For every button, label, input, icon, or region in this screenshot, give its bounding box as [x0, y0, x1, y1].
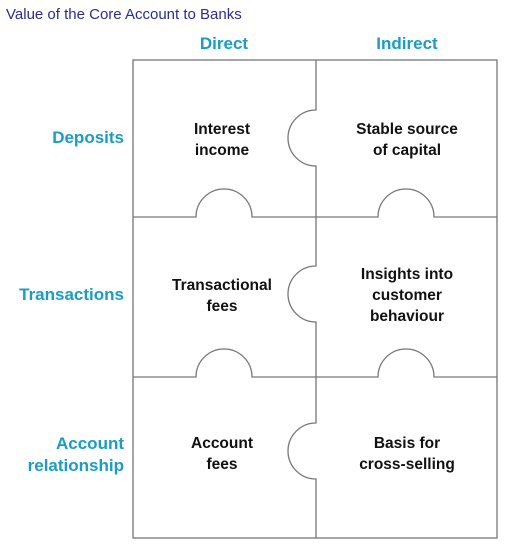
cell-basis-for-cross-selling: Basis for cross-selling — [322, 433, 492, 475]
row-label-line: Transactions — [19, 285, 124, 304]
cell-line: Interest — [194, 121, 250, 138]
cell-line: income — [194, 142, 250, 159]
cell-line: cross-selling — [359, 456, 455, 473]
puzzle-vertical-divider — [287, 60, 317, 538]
row-label-line: Account — [56, 434, 124, 453]
cell-line: customer — [372, 287, 442, 304]
cell-account-fees: Account fees — [137, 433, 307, 475]
puzzle-horizontal-divider-1 — [133, 188, 497, 218]
puzzle-horizontal-divider-2 — [133, 348, 497, 378]
cell-interest-income: Interest income — [137, 119, 307, 161]
cell-line: fees — [206, 298, 238, 315]
cell-line: fees — [206, 456, 238, 473]
row-label-line: Deposits — [52, 128, 124, 147]
cell-line: Insights into — [360, 266, 454, 283]
cell-stable-source-of-capital: Stable source of capital — [322, 119, 492, 161]
column-header-indirect: Indirect — [376, 34, 438, 53]
row-label-deposits: Deposits — [52, 127, 124, 149]
cell-transactional-fees: Transactional fees — [137, 275, 307, 317]
row-label-account-relationship: Account relationship — [28, 433, 124, 477]
cell-line: Basis for — [373, 435, 441, 452]
diagram-title: Value of the Core Account to Banks — [6, 6, 242, 23]
cell-line: behaviour — [369, 308, 445, 325]
row-label-line: relationship — [27, 456, 124, 475]
cell-line: Account — [191, 435, 253, 452]
cell-line: Transactional — [172, 277, 272, 294]
cell-line: Stable source — [356, 121, 458, 138]
puzzle-frame — [132, 59, 498, 539]
cell-insights-into-customer-behaviour: Insights into customer behaviour — [322, 264, 492, 327]
row-label-transactions: Transactions — [19, 284, 124, 306]
column-header-direct: Direct — [199, 34, 249, 53]
cell-line: of capital — [372, 142, 442, 159]
